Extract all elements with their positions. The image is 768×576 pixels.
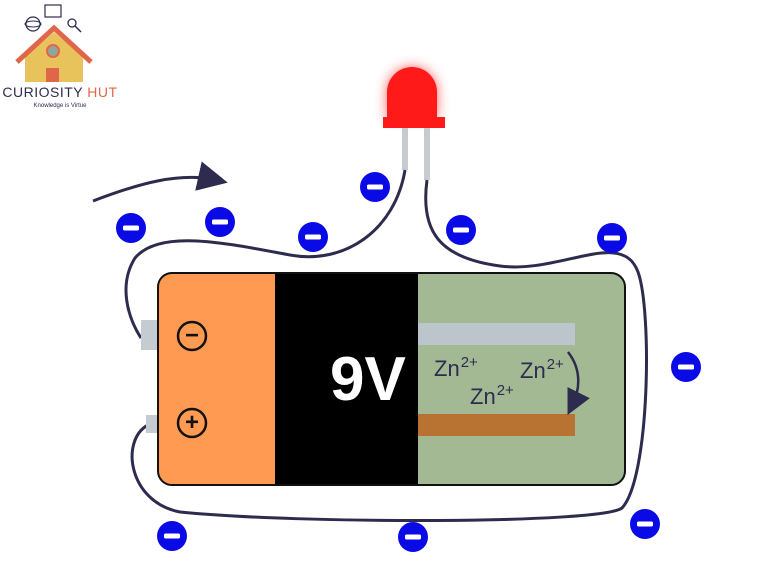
wire-negative: [124, 169, 407, 339]
zinc-ion-symbol: Zn: [434, 356, 460, 381]
wire-positive: [130, 179, 648, 523]
electron-icon: [116, 213, 146, 243]
logo-house-icon: [15, 4, 93, 82]
electron-icon: [630, 509, 660, 539]
electron-icon: [597, 223, 627, 253]
zinc-ion: Zn2+: [434, 355, 478, 381]
electron-icon: [205, 207, 235, 237]
battery: [141, 272, 626, 486]
zinc-ion-charge: 2+: [546, 356, 564, 373]
electron-icon: [671, 352, 701, 382]
zinc-ion-charge: 2+: [496, 382, 514, 399]
electron-icon: [298, 222, 328, 252]
logo-tagline: Knowledge is Virtue: [33, 103, 87, 109]
electron-icon: [446, 215, 476, 245]
logo-title: CURIOSITY HUT: [0, 85, 120, 100]
electrons: [116, 172, 701, 552]
zinc-ion: Zn2+: [520, 357, 564, 383]
electron-icon: [360, 172, 390, 202]
negative-terminal-label: −: [184, 322, 199, 349]
electron-flow-arrow: [92, 161, 228, 203]
zinc-ion-charge: 2+: [460, 354, 478, 371]
led: [383, 67, 445, 180]
electron-icon: [398, 522, 428, 552]
battery-voltage-label: 9V: [330, 345, 406, 414]
zinc-ion-symbol: Zn: [470, 384, 496, 409]
electron-icon: [157, 521, 187, 551]
zinc-ion: Zn2+: [470, 383, 514, 409]
zinc-ion-symbol: Zn: [520, 358, 546, 383]
logo-name-part2: HUT: [87, 84, 118, 100]
positive-terminal-label: +: [184, 409, 199, 436]
logo-name-part1: CURIOSITY: [2, 84, 83, 100]
